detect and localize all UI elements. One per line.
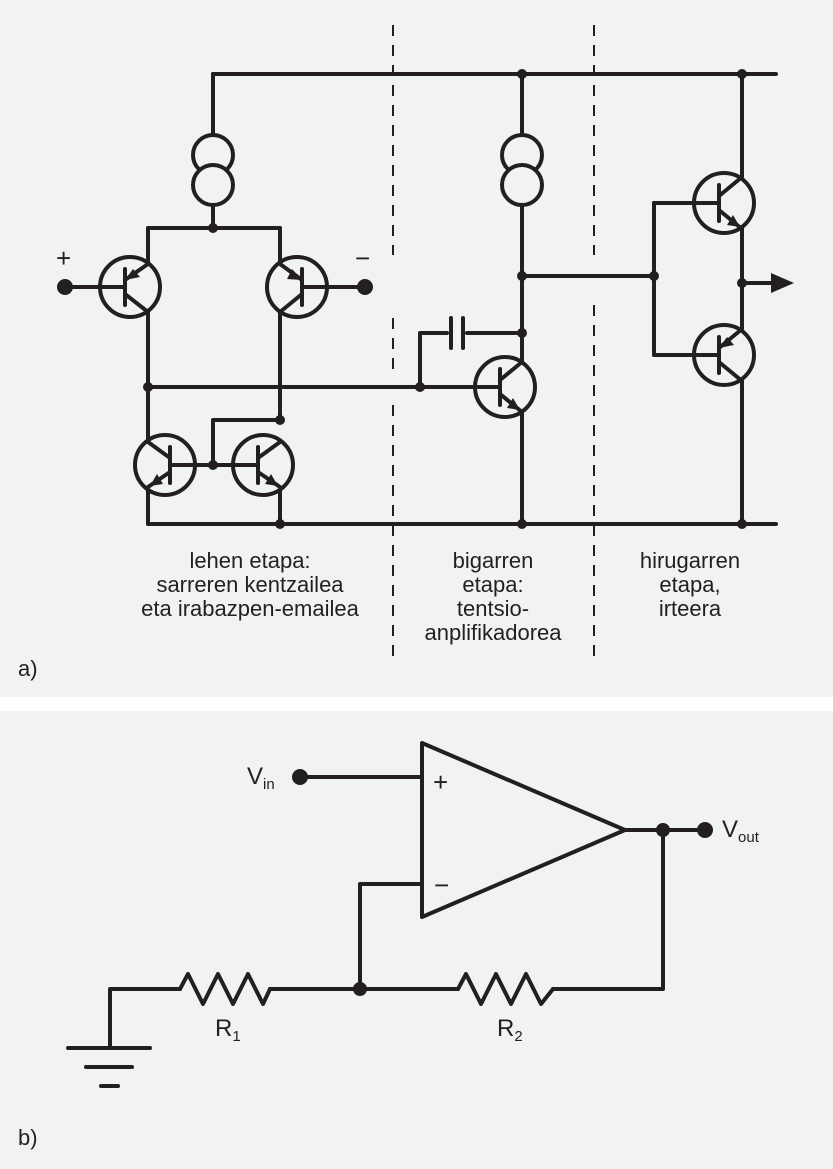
vin-label: Vin xyxy=(247,763,275,794)
minus-input-label: − xyxy=(355,243,371,273)
feedback-junction-dot xyxy=(353,982,367,996)
wire-cap-left xyxy=(418,331,449,389)
noninverting-input-sign: + xyxy=(433,767,449,797)
resistor-r2-icon xyxy=(456,972,555,1006)
opamp-icon xyxy=(420,741,627,919)
inverting-input-sign: − xyxy=(434,870,450,900)
transistor-icon xyxy=(692,171,756,235)
opamp-internal-circuit xyxy=(57,25,794,665)
vout-terminal xyxy=(697,822,713,838)
panel-b-tag: b) xyxy=(18,1125,38,1150)
wire-feedback xyxy=(551,828,665,991)
vin-terminal xyxy=(292,769,308,785)
stage-2-label: bigarren etapa: tentsio- anplifikadorea xyxy=(424,548,562,645)
panel-a-opamp-internal-schematic: + − lehen etapa: sarreren kentzailea eta… xyxy=(0,0,833,697)
output-arrow-icon xyxy=(771,273,794,293)
transistor-icon xyxy=(133,433,215,497)
r2-label: R2 xyxy=(497,1015,523,1046)
vout-label: Vout xyxy=(722,816,759,847)
noninverting-amplifier-circuit xyxy=(66,741,713,1088)
stage-1-label: lehen etapa: sarreren kentzailea eta ira… xyxy=(141,548,359,621)
output-junction-dot xyxy=(656,823,670,837)
transistor-icon xyxy=(98,255,162,319)
transistor-icon xyxy=(692,323,756,387)
transistor-icon xyxy=(473,355,537,419)
transistor-icon xyxy=(265,255,329,319)
r1-label: R1 xyxy=(215,1015,241,1046)
current-source-icon xyxy=(500,133,544,207)
resistor-r1-icon xyxy=(178,972,272,1006)
plus-input-terminal xyxy=(57,279,73,295)
stage-3-label: hirugarren etapa, irteera xyxy=(639,548,741,621)
junction-dots xyxy=(143,69,747,529)
ground-icon xyxy=(66,1046,152,1088)
wire-inverting-feedback xyxy=(358,882,424,991)
minus-input-terminal xyxy=(357,279,373,295)
panel-b-noninverting-amplifier: + − Vin Vout R1 R2 b) xyxy=(0,711,833,1169)
wire-mirror-base xyxy=(211,418,282,467)
wire-ground-r1 xyxy=(108,987,182,1050)
panel-a-tag: a) xyxy=(18,656,38,681)
plus-input-label: + xyxy=(56,243,72,273)
transistor-icon xyxy=(211,433,295,497)
current-source-icon xyxy=(191,133,235,207)
